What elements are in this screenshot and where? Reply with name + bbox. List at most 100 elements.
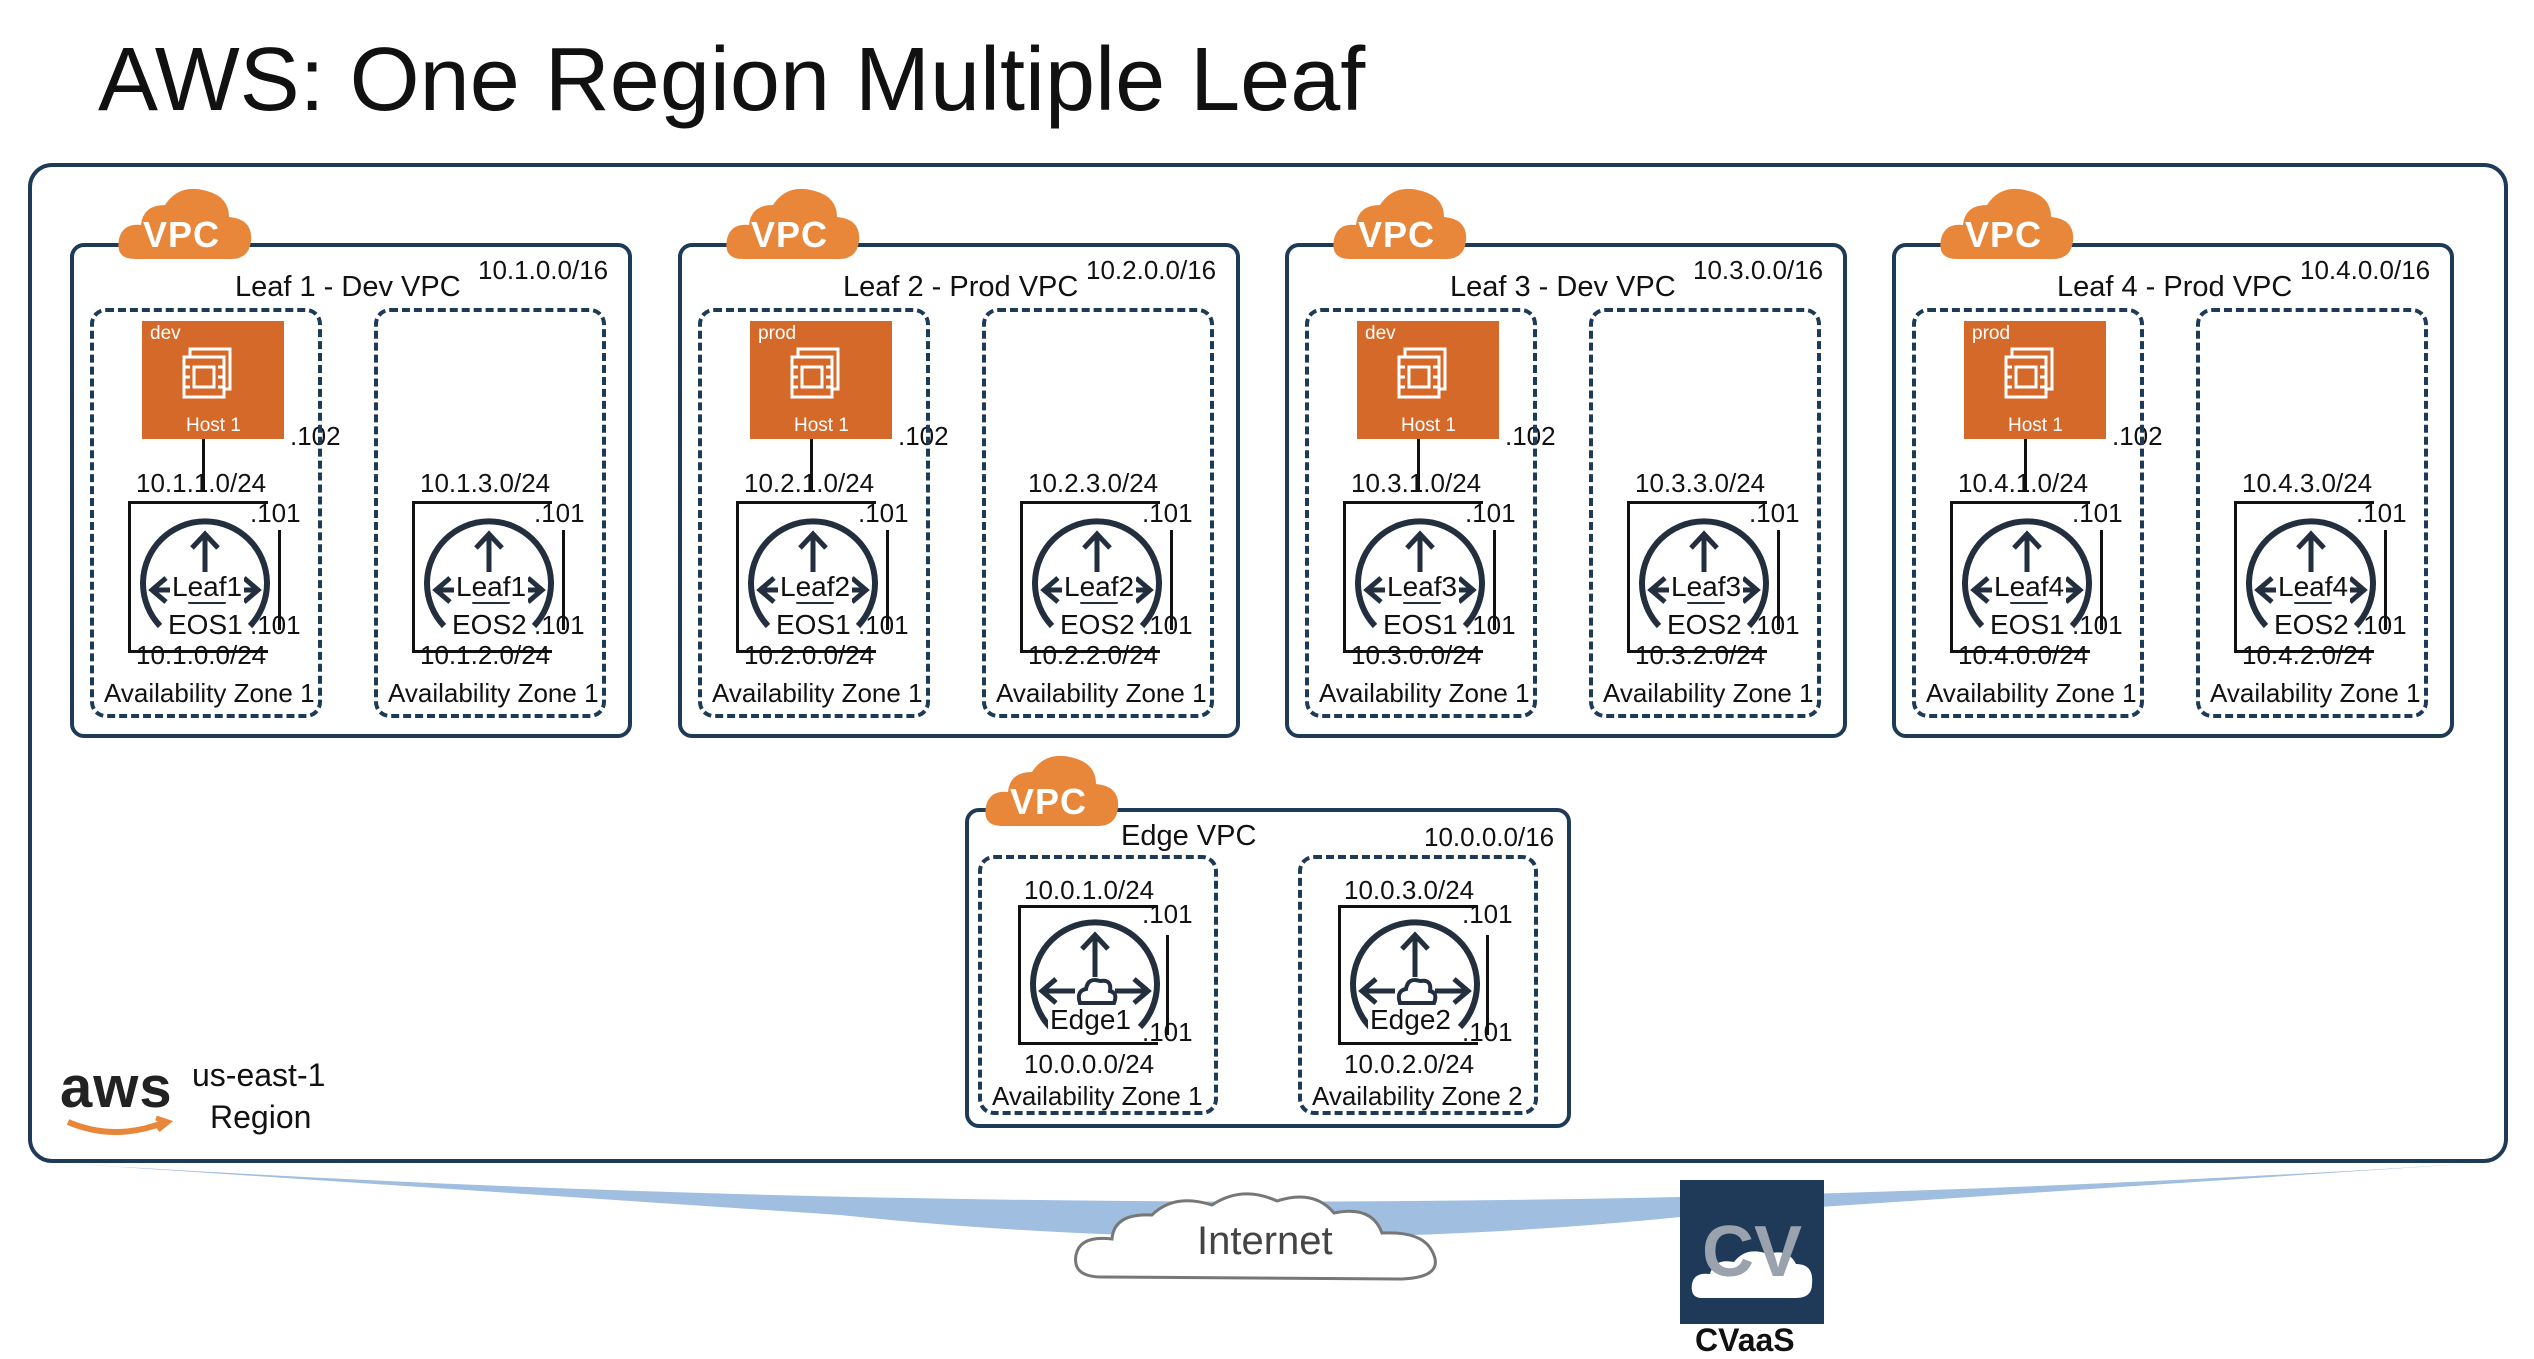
availability-zone [1305,308,1537,718]
az-label: Availability Zone 1 [1319,678,1530,708]
leaf-vpc-title: Leaf 3 - Dev VPC [1450,271,1676,303]
router-eos: EOS2 [452,609,527,640]
host-tag: prod [758,323,797,344]
router-icon [1020,907,1170,1057]
bottom-subnet: 10.2.0.0/24 [744,640,875,670]
vpc-cloud-icon [726,188,860,259]
router-uplink [278,530,281,630]
router-uplink [562,530,565,630]
vpc-cloud-icon [985,755,1119,826]
router-box [1020,501,1160,653]
availability-zone [978,855,1218,1115]
router-ip-bottom: .101 [1142,610,1193,640]
router-eos: EOS2 [1060,609,1135,640]
ec2-instance-icon [776,335,856,415]
router-uplink [2100,530,2103,630]
top-subnet: 10.2.1.0/24 [744,468,875,498]
router-ip-top: .101 [2356,498,2407,528]
router-ip-top: .101 [2072,498,2123,528]
router-box [1950,501,2090,653]
az-label: Availability Zone 1 [1926,678,2137,708]
router-box [1018,905,1158,1045]
vpc-badge-edge: VPC [982,748,1122,833]
bottom-subnet: 10.3.2.0/24 [1635,640,1766,670]
router-uplink [1493,530,1496,630]
router-name: Edge1 [1048,1004,1133,1035]
vpc-badge-leaf-3: VPC [1330,181,1470,266]
edge-vpc-title: Edge VPC [1121,820,1257,852]
vpc-badge-label: VPC [1965,214,2043,255]
bottom-subnet: 10.4.2.0/24 [2242,640,2373,670]
ec2-host: dev Host 1 [142,321,284,439]
host-label: Host 1 [2008,415,2063,436]
aws-region-container [28,163,2508,1163]
availability-zone [982,308,1214,718]
router-name: Leaf2 [1062,571,1137,602]
availability-zone [1912,308,2144,718]
router-ip-top: .101 [1749,498,1800,528]
bottom-subnet: 10.3.0.0/24 [1351,640,1482,670]
router-ip-top: .101 [1142,899,1193,929]
host-ip: .102 [1505,421,1556,451]
router-ip-top: .101 [1465,498,1516,528]
host-ip: .102 [2112,421,2163,451]
router-uplink [886,530,889,630]
vpc-badge-label: VPC [1010,781,1088,822]
router-eos: EOS1 [1383,609,1458,640]
aws-logo-icon: aws [60,1059,180,1140]
router-uplink [1486,935,1489,1035]
router-box [412,501,552,653]
host-label: Host 1 [794,415,849,436]
ec2-instance-icon [168,335,248,415]
router-eos: EOS2 [2274,609,2349,640]
router-icon [1340,907,1490,1057]
ec2-host: prod Host 1 [1964,321,2106,439]
router-name: Leaf3 [1669,571,1744,602]
region-name: us-east-1 [192,1057,326,1093]
router-ip-bottom: .101 [250,610,301,640]
ec2-host: prod Host 1 [750,321,892,439]
ec2-instance-icon [1383,335,1463,415]
router-box [736,501,876,653]
router-ip-bottom: .101 [2072,610,2123,640]
router-name: Leaf4 [1992,571,2067,602]
vpc-cloud-icon [118,188,252,259]
bottom-subnet: 10.0.0.0/24 [1024,1049,1155,1079]
router-name: Leaf3 [1385,571,1460,602]
router-name: Leaf1 [170,571,245,602]
vpc-badge-label: VPC [1358,214,1436,255]
router-ip-top: .101 [1462,899,1513,929]
router-box [1627,501,1767,653]
leaf-vpc-cidr: 10.3.0.0/16 [1693,255,1824,285]
leaf-vpc-cidr: 10.1.0.0/16 [478,255,609,285]
router-eos: EOS1 [168,609,243,640]
bottom-subnet: 10.0.2.0/24 [1344,1049,1475,1079]
availability-zone [1298,855,1538,1115]
router-ip-top: .101 [534,498,585,528]
top-subnet: 10.4.3.0/24 [2242,468,2373,498]
host-ip: .102 [898,421,949,451]
router-name: Leaf1 [454,571,529,602]
router-box [2234,501,2374,653]
router-box [1343,501,1483,653]
router-ip-top: .101 [858,498,909,528]
host-link [202,439,205,491]
top-subnet: 10.0.1.0/24 [1024,875,1155,905]
router-name: Leaf2 [778,571,853,602]
availability-zone [2196,308,2428,718]
router-ip-bottom: .101 [1749,610,1800,640]
router-ip-bottom: .101 [1465,610,1516,640]
bottom-subnet: 10.1.2.0/24 [420,640,551,670]
vpc-cloud-icon [1333,188,1467,259]
router-uplink [2384,530,2387,630]
internet-label: Internet [1197,1219,1333,1263]
router-ip-bottom: .101 [1142,1017,1193,1047]
vpc-badge-label: VPC [751,214,829,255]
host-label: Host 1 [1401,415,1456,436]
router-box [1338,905,1478,1045]
leaf-vpc-title: Leaf 4 - Prod VPC [2057,271,2293,303]
bottom-subnet: 10.2.2.0/24 [1028,640,1159,670]
top-subnet: 10.2.3.0/24 [1028,468,1159,498]
vpc-badge-leaf-4: VPC [1937,181,2077,266]
az-label: Availability Zone 1 [1603,678,1814,708]
